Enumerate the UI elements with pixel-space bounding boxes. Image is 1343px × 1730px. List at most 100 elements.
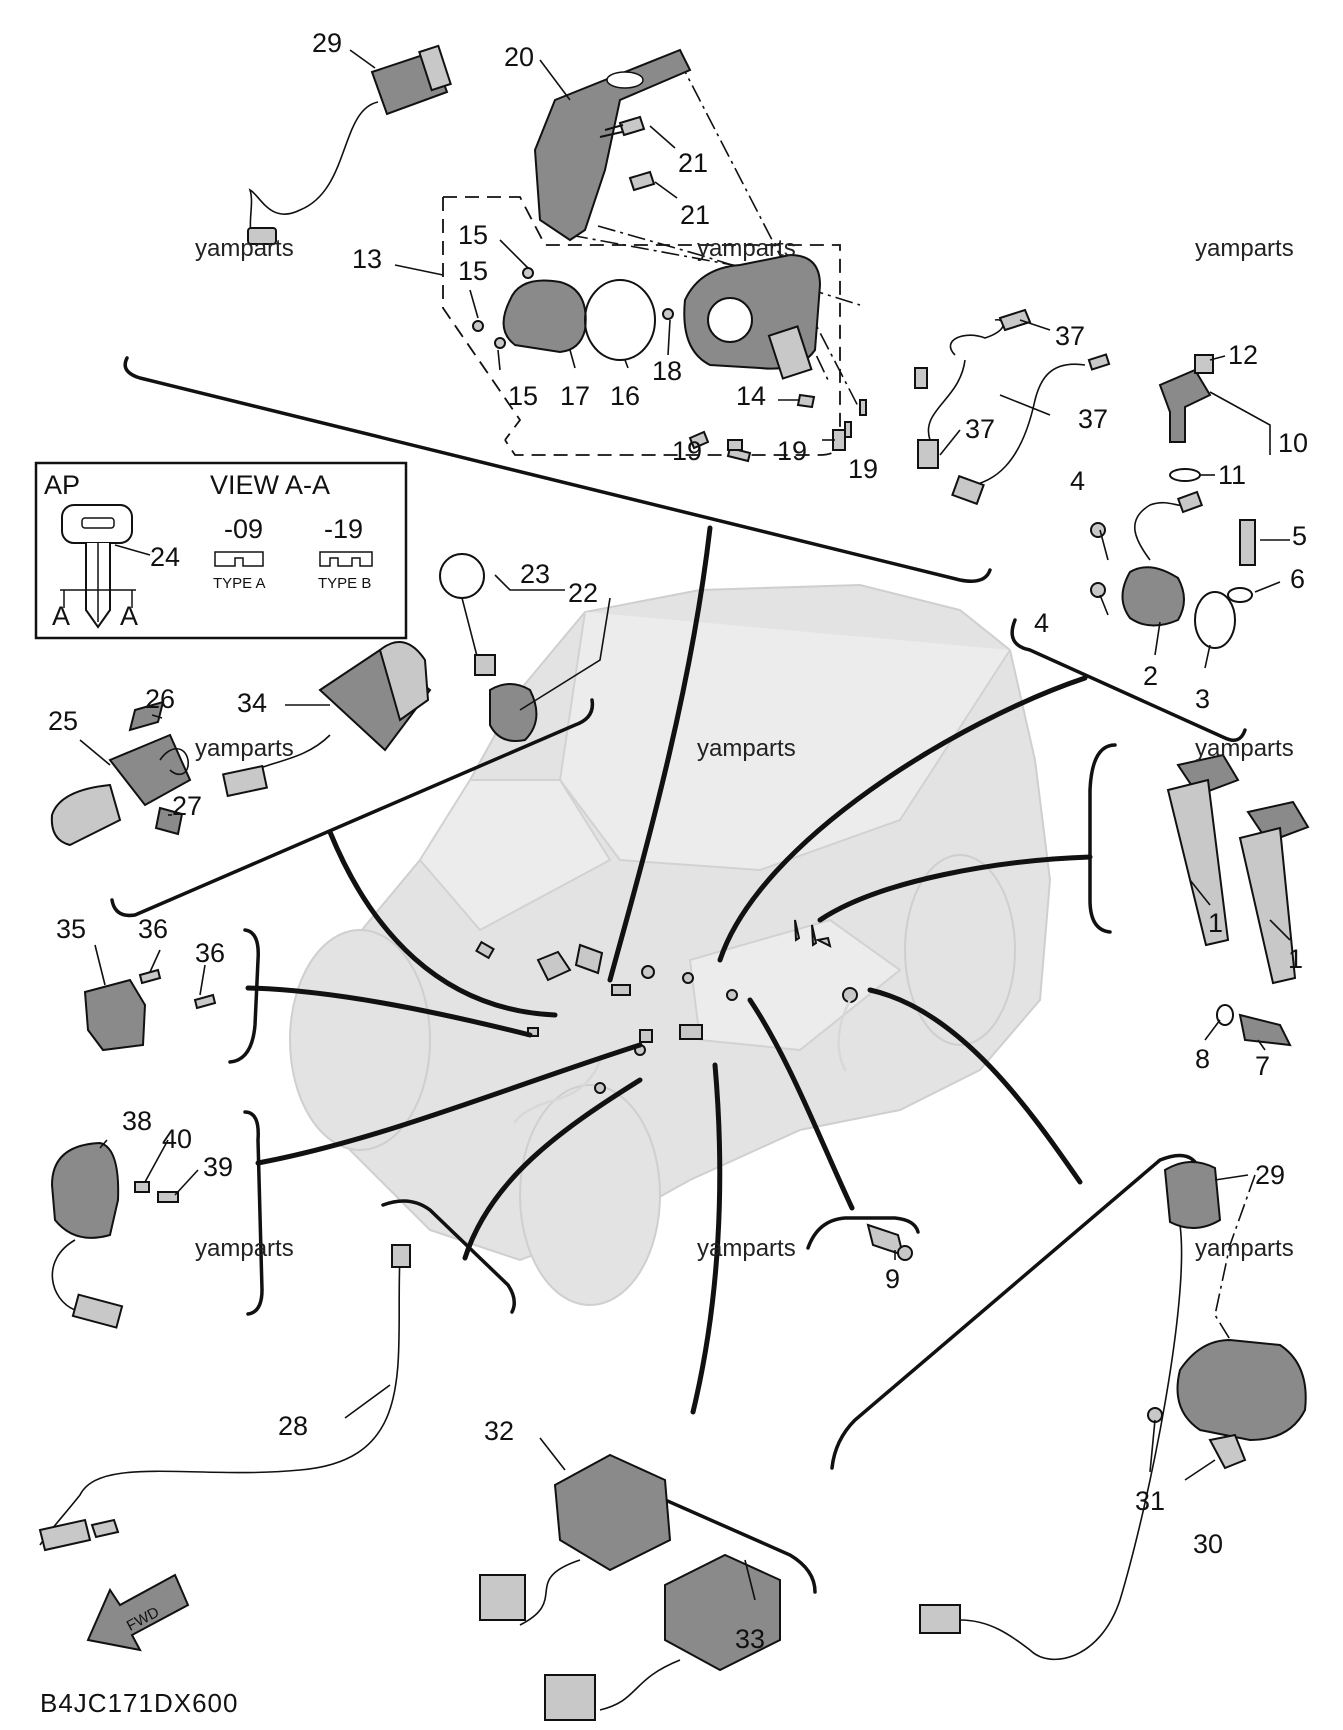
part-9-switch (866, 1223, 913, 1261)
callout-1-right: 1 (1288, 944, 1303, 974)
callout-14: 14 (736, 381, 766, 411)
group-brackets (110, 356, 1247, 1594)
part-25-switch (50, 700, 192, 847)
watermark: yamparts (1195, 1235, 1294, 1262)
part-21-bolts (599, 115, 678, 199)
callout-31: 31 (1135, 1486, 1165, 1516)
group-leader-lines (245, 525, 1093, 1415)
callout-27: 27 (172, 791, 202, 821)
callout-numbers: 29 20 21 21 13 15 15 15 17 16 18 14 19 1… (48, 28, 1308, 1654)
callout-15-a: 15 (458, 220, 488, 250)
callout-10: 10 (1278, 428, 1308, 458)
part-17-cover (502, 279, 587, 354)
watermark: yamparts (697, 1235, 796, 1262)
callout-1-left: 1 (1208, 908, 1223, 938)
callout-30: 30 (1193, 1529, 1223, 1559)
callout-19-middle: 19 (777, 436, 807, 466)
callout-36-right: 36 (195, 938, 225, 968)
callout-21-upper: 21 (678, 148, 708, 178)
callout-5: 5 (1292, 521, 1307, 551)
callout-26: 26 (145, 684, 175, 714)
part-28-sensor-lead (38, 1244, 411, 1552)
callout-11: 11 (1218, 460, 1246, 490)
callout-35: 35 (56, 914, 86, 944)
key-inset-view-title: VIEW A-A (210, 470, 330, 500)
type-a-label: TYPE A (213, 575, 266, 592)
watermark: yamparts (697, 235, 796, 262)
callout-12: 12 (1228, 340, 1258, 370)
section-mark-left: A (52, 601, 70, 631)
callout-37-right: 37 (1078, 404, 1108, 434)
watermark: yamparts (1195, 735, 1294, 762)
forward-direction-arrow: FWD (86, 1573, 190, 1652)
key-icon (60, 504, 136, 629)
type-b-label: TYPE B (318, 575, 371, 592)
part-1-ignition-coils (1166, 753, 1310, 985)
callout-15-b: 15 (458, 256, 488, 286)
callout-38: 38 (122, 1106, 152, 1136)
callout-23: 23 (520, 559, 550, 589)
callout-20: 20 (504, 42, 534, 72)
part-2-sensor (1090, 490, 1256, 649)
part-20-bracket (533, 48, 692, 242)
callout-4-upper: 4 (1070, 466, 1085, 496)
callout-2: 2 (1143, 661, 1158, 691)
part-32-switch (479, 1453, 672, 1626)
callout-19-left: 19 (672, 436, 702, 466)
part-34-switch (221, 641, 432, 798)
callout-8: 8 (1195, 1044, 1210, 1074)
callout-34: 34 (237, 688, 267, 718)
callout-39: 39 (203, 1152, 233, 1182)
diagram-code: B4JC171DX600 (40, 1688, 238, 1718)
callout-leaders (79, 49, 1291, 1601)
screws-15-18-19 (472, 267, 867, 463)
key-inset-region: AP (44, 470, 80, 500)
callout-15-c: 15 (508, 381, 538, 411)
callout-28: 28 (278, 1411, 308, 1441)
type-a-suffix: -09 (224, 514, 263, 544)
callout-13: 13 (352, 244, 382, 274)
callout-24: 24 (150, 542, 180, 572)
callout-3: 3 (1195, 684, 1210, 714)
part-38-horn (50, 1141, 179, 1329)
watermark: yamparts (195, 1235, 294, 1262)
throttle-body (683, 253, 822, 380)
section-mark-right: A (120, 601, 138, 631)
callout-6: 6 (1290, 564, 1305, 594)
callout-21-lower: 21 (680, 200, 710, 230)
callout-37-top: 37 (1055, 321, 1085, 351)
part-35-relay (83, 968, 217, 1052)
part-14-19-bolts (688, 429, 846, 451)
callout-4-lower: 4 (1034, 608, 1049, 638)
key-inset: AP VIEW A-A -09 -19 TYPE A TYPE B A A (34, 461, 408, 640)
callout-17: 17 (560, 381, 590, 411)
watermark: yamparts (195, 235, 294, 262)
key-cut-type-b-icon (319, 551, 373, 567)
on-vehicle-component-markers (475, 919, 858, 1124)
part-16-gasket (584, 279, 656, 361)
callout-33: 33 (735, 1624, 765, 1654)
watermark: yamparts (195, 735, 294, 762)
watermarks: yamparts yamparts yamparts yamparts yamp… (195, 235, 1294, 1262)
part-29-30-31-sensor-assembly (919, 1161, 1307, 1661)
callout-18: 18 (652, 356, 682, 386)
key-cut-type-a-icon (214, 551, 264, 567)
part-23-gauge (439, 553, 538, 742)
part-10-sensor (1158, 354, 1214, 482)
callout-29-top: 29 (312, 28, 342, 58)
callout-36-left: 36 (138, 914, 168, 944)
callout-19-right: 19 (848, 454, 878, 484)
callout-32: 32 (484, 1416, 514, 1446)
callout-40: 40 (162, 1124, 192, 1154)
callout-7: 7 (1255, 1051, 1270, 1081)
part-29-sensor-lead-top (247, 44, 452, 245)
type-b-suffix: -19 (324, 514, 363, 544)
watermark: yamparts (1195, 235, 1294, 262)
callout-37-left: 37 (965, 414, 995, 444)
watermark: yamparts (697, 735, 796, 762)
callout-16: 16 (610, 381, 640, 411)
callout-25: 25 (48, 706, 78, 736)
part-7-sensor (1216, 1004, 1292, 1047)
callout-22: 22 (568, 578, 598, 608)
